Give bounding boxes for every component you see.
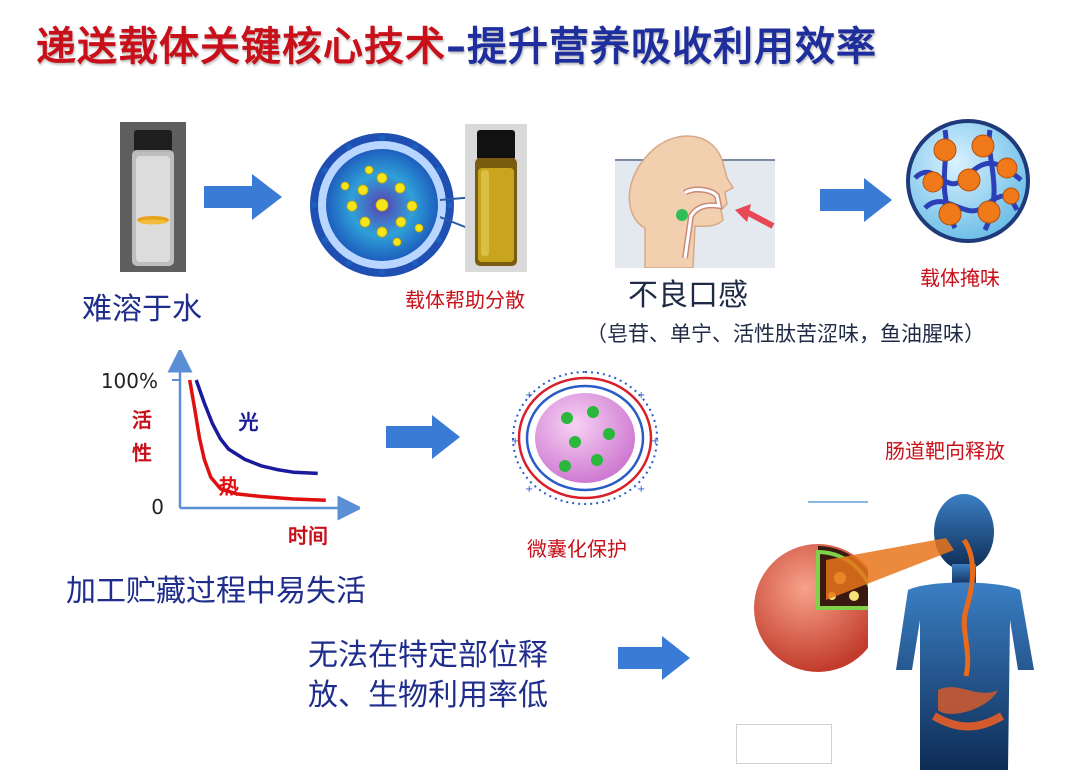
release-text-line2: 放、生物利用率低 bbox=[308, 678, 548, 713]
placeholder-box bbox=[736, 724, 832, 764]
chart-svg: 100% 0 活 性 时间 光热 bbox=[101, 347, 363, 548]
arrow-right-1 bbox=[204, 174, 282, 220]
series-label-0: 光 bbox=[238, 410, 259, 434]
y-tick-label-top: 100% bbox=[101, 369, 158, 393]
bottle-dispersed-illustration bbox=[465, 124, 527, 272]
svg-text:+: + bbox=[525, 484, 533, 495]
svg-text:+: + bbox=[637, 390, 645, 401]
arrow-right-3 bbox=[386, 415, 460, 459]
title-dash: – bbox=[446, 24, 467, 70]
series-layer: 光热 bbox=[187, 379, 326, 503]
taste-mask-label: 载体掩味 bbox=[920, 266, 1000, 290]
micelle-nanoparticle-illustration bbox=[305, 130, 460, 280]
series-label-1: 热 bbox=[219, 474, 239, 498]
release-text: 无法在特定部位释 放、生物利用率低 bbox=[308, 636, 548, 716]
microcapsule-illustration: + + + + + + bbox=[505, 368, 665, 508]
page-title: 递送载体关键核心技术–提升营养吸收利用效率 bbox=[36, 14, 877, 74]
insoluble-label: 难溶于水 bbox=[82, 292, 202, 327]
y-axis-label-char1: 活 bbox=[132, 408, 152, 432]
microcapsule-label: 微囊化保护 bbox=[527, 537, 627, 561]
deactivation-note: 加工贮藏过程中易失活 bbox=[66, 574, 366, 609]
release-beam bbox=[826, 530, 956, 614]
vial-insoluble-illustration bbox=[120, 122, 186, 272]
y-tick-label-bottom: 0 bbox=[151, 495, 164, 519]
svg-text:+: + bbox=[511, 436, 519, 447]
taste-mask-carrier-illustration bbox=[905, 118, 1031, 244]
svg-text:+: + bbox=[651, 436, 659, 447]
svg-text:+: + bbox=[637, 484, 645, 495]
human-body-illustration bbox=[868, 480, 1068, 770]
release-text-line1: 无法在特定部位释 bbox=[308, 638, 548, 673]
arrow-right-4 bbox=[618, 636, 690, 680]
title-part1: 递送载体关键核心技术 bbox=[36, 24, 446, 70]
carrier-disperse-label: 载体帮助分散 bbox=[405, 288, 525, 312]
arrow-right-2 bbox=[820, 178, 892, 222]
head-profile-illustration bbox=[615, 118, 775, 269]
title-part2: 提升营养吸收利用效率 bbox=[467, 24, 877, 70]
svg-text:+: + bbox=[525, 390, 533, 401]
x-axis-label: 时间 bbox=[288, 524, 328, 548]
y-axis-label-char2: 性 bbox=[132, 441, 152, 465]
series-line-1 bbox=[187, 379, 326, 503]
series-line-0 bbox=[194, 379, 318, 476]
bad-taste-label: 不良口感 bbox=[628, 278, 748, 313]
target-release-label: 肠道靶向释放 bbox=[885, 439, 1005, 463]
activity-decay-chart: 100% 0 活 性 时间 光热 bbox=[80, 347, 363, 560]
bad-taste-note: （皂苷、单宁、活性肽苦涩味，鱼油腥味） bbox=[586, 322, 985, 346]
